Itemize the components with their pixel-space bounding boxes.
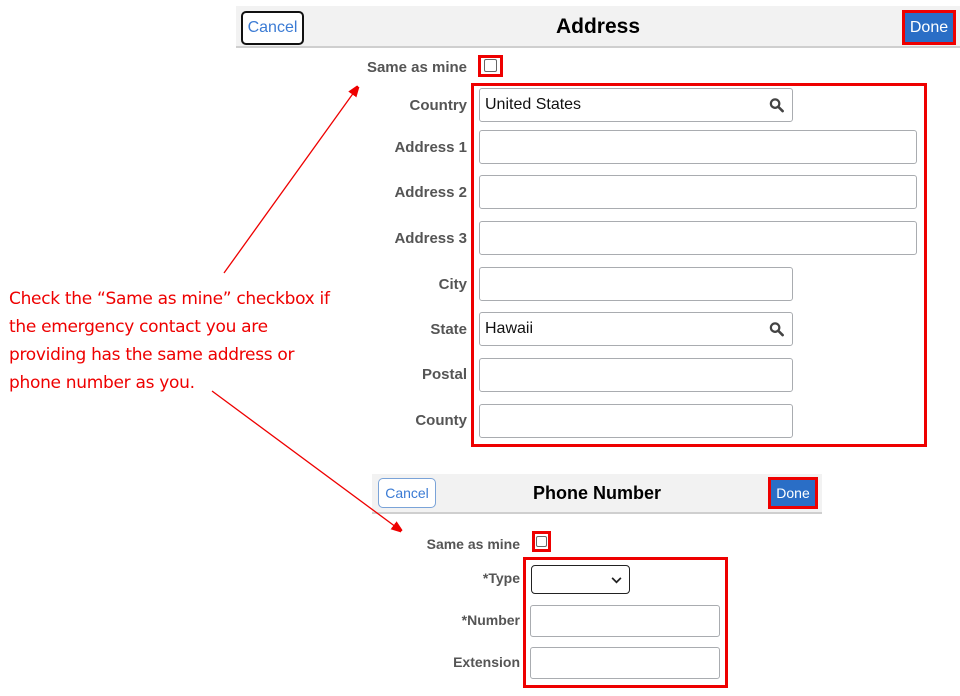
number-label: *Number — [461, 612, 520, 628]
address2-input[interactable] — [479, 175, 917, 209]
phone-same-as-mine-label: Same as mine — [426, 536, 520, 552]
state-value: Hawaii — [485, 320, 534, 337]
chevron-down-icon — [611, 577, 622, 584]
country-label: Country — [409, 97, 468, 114]
address-header: Cancel Address Done — [236, 6, 960, 48]
arrow-to-address-checkbox — [223, 88, 357, 274]
address3-label: Address 3 — [394, 230, 467, 247]
address-fields-highlight — [471, 83, 927, 447]
annotation-line: the emergency contact you are — [9, 317, 268, 337]
phone-title: Phone Number — [532, 483, 661, 503]
state-label: State — [430, 321, 467, 338]
address-cancel-button[interactable]: Cancel — [241, 11, 304, 45]
annotation-line: Check the “Same as mine” checkbox if — [9, 289, 330, 309]
city-input[interactable] — [479, 267, 793, 301]
phone-same-as-mine-checkbox[interactable] — [536, 536, 547, 547]
annotation-line: phone number as you. — [9, 373, 195, 393]
country-value: United States — [485, 96, 582, 113]
address2-label: Address 2 — [394, 184, 467, 201]
address1-input[interactable] — [479, 130, 917, 164]
type-label: *Type — [482, 570, 520, 586]
annotation-text: Check the “Same as mine” checkbox if the… — [9, 285, 349, 397]
extension-label: Extension — [453, 654, 520, 670]
city-label: City — [438, 276, 467, 293]
type-select[interactable] — [531, 565, 630, 594]
phone-same-as-mine-highlight — [532, 531, 551, 552]
address1-label: Address 1 — [394, 139, 467, 156]
phone-fields-highlight — [523, 557, 728, 688]
county-input[interactable] — [479, 404, 793, 438]
postal-input[interactable] — [479, 358, 793, 392]
address-same-as-mine-label: Same as mine — [366, 59, 467, 76]
annotation-line: providing has the same address or — [9, 345, 295, 365]
address-title: Address — [555, 15, 641, 38]
address-same-as-mine-highlight — [478, 55, 503, 77]
search-icon[interactable] — [769, 322, 784, 337]
search-icon[interactable] — [769, 98, 784, 113]
state-input[interactable]: Hawaii — [479, 312, 793, 346]
address-same-as-mine-checkbox[interactable] — [484, 59, 497, 72]
number-input[interactable] — [530, 605, 720, 637]
extension-input[interactable] — [530, 647, 720, 679]
postal-label: Postal — [421, 366, 467, 383]
address-done-button[interactable]: Done — [902, 10, 956, 45]
country-input[interactable]: United States — [479, 88, 793, 122]
county-label: County — [415, 412, 467, 429]
phone-done-button[interactable]: Done — [768, 477, 818, 509]
address3-input[interactable] — [479, 221, 917, 255]
phone-header: Cancel Phone Number Done — [372, 474, 822, 514]
